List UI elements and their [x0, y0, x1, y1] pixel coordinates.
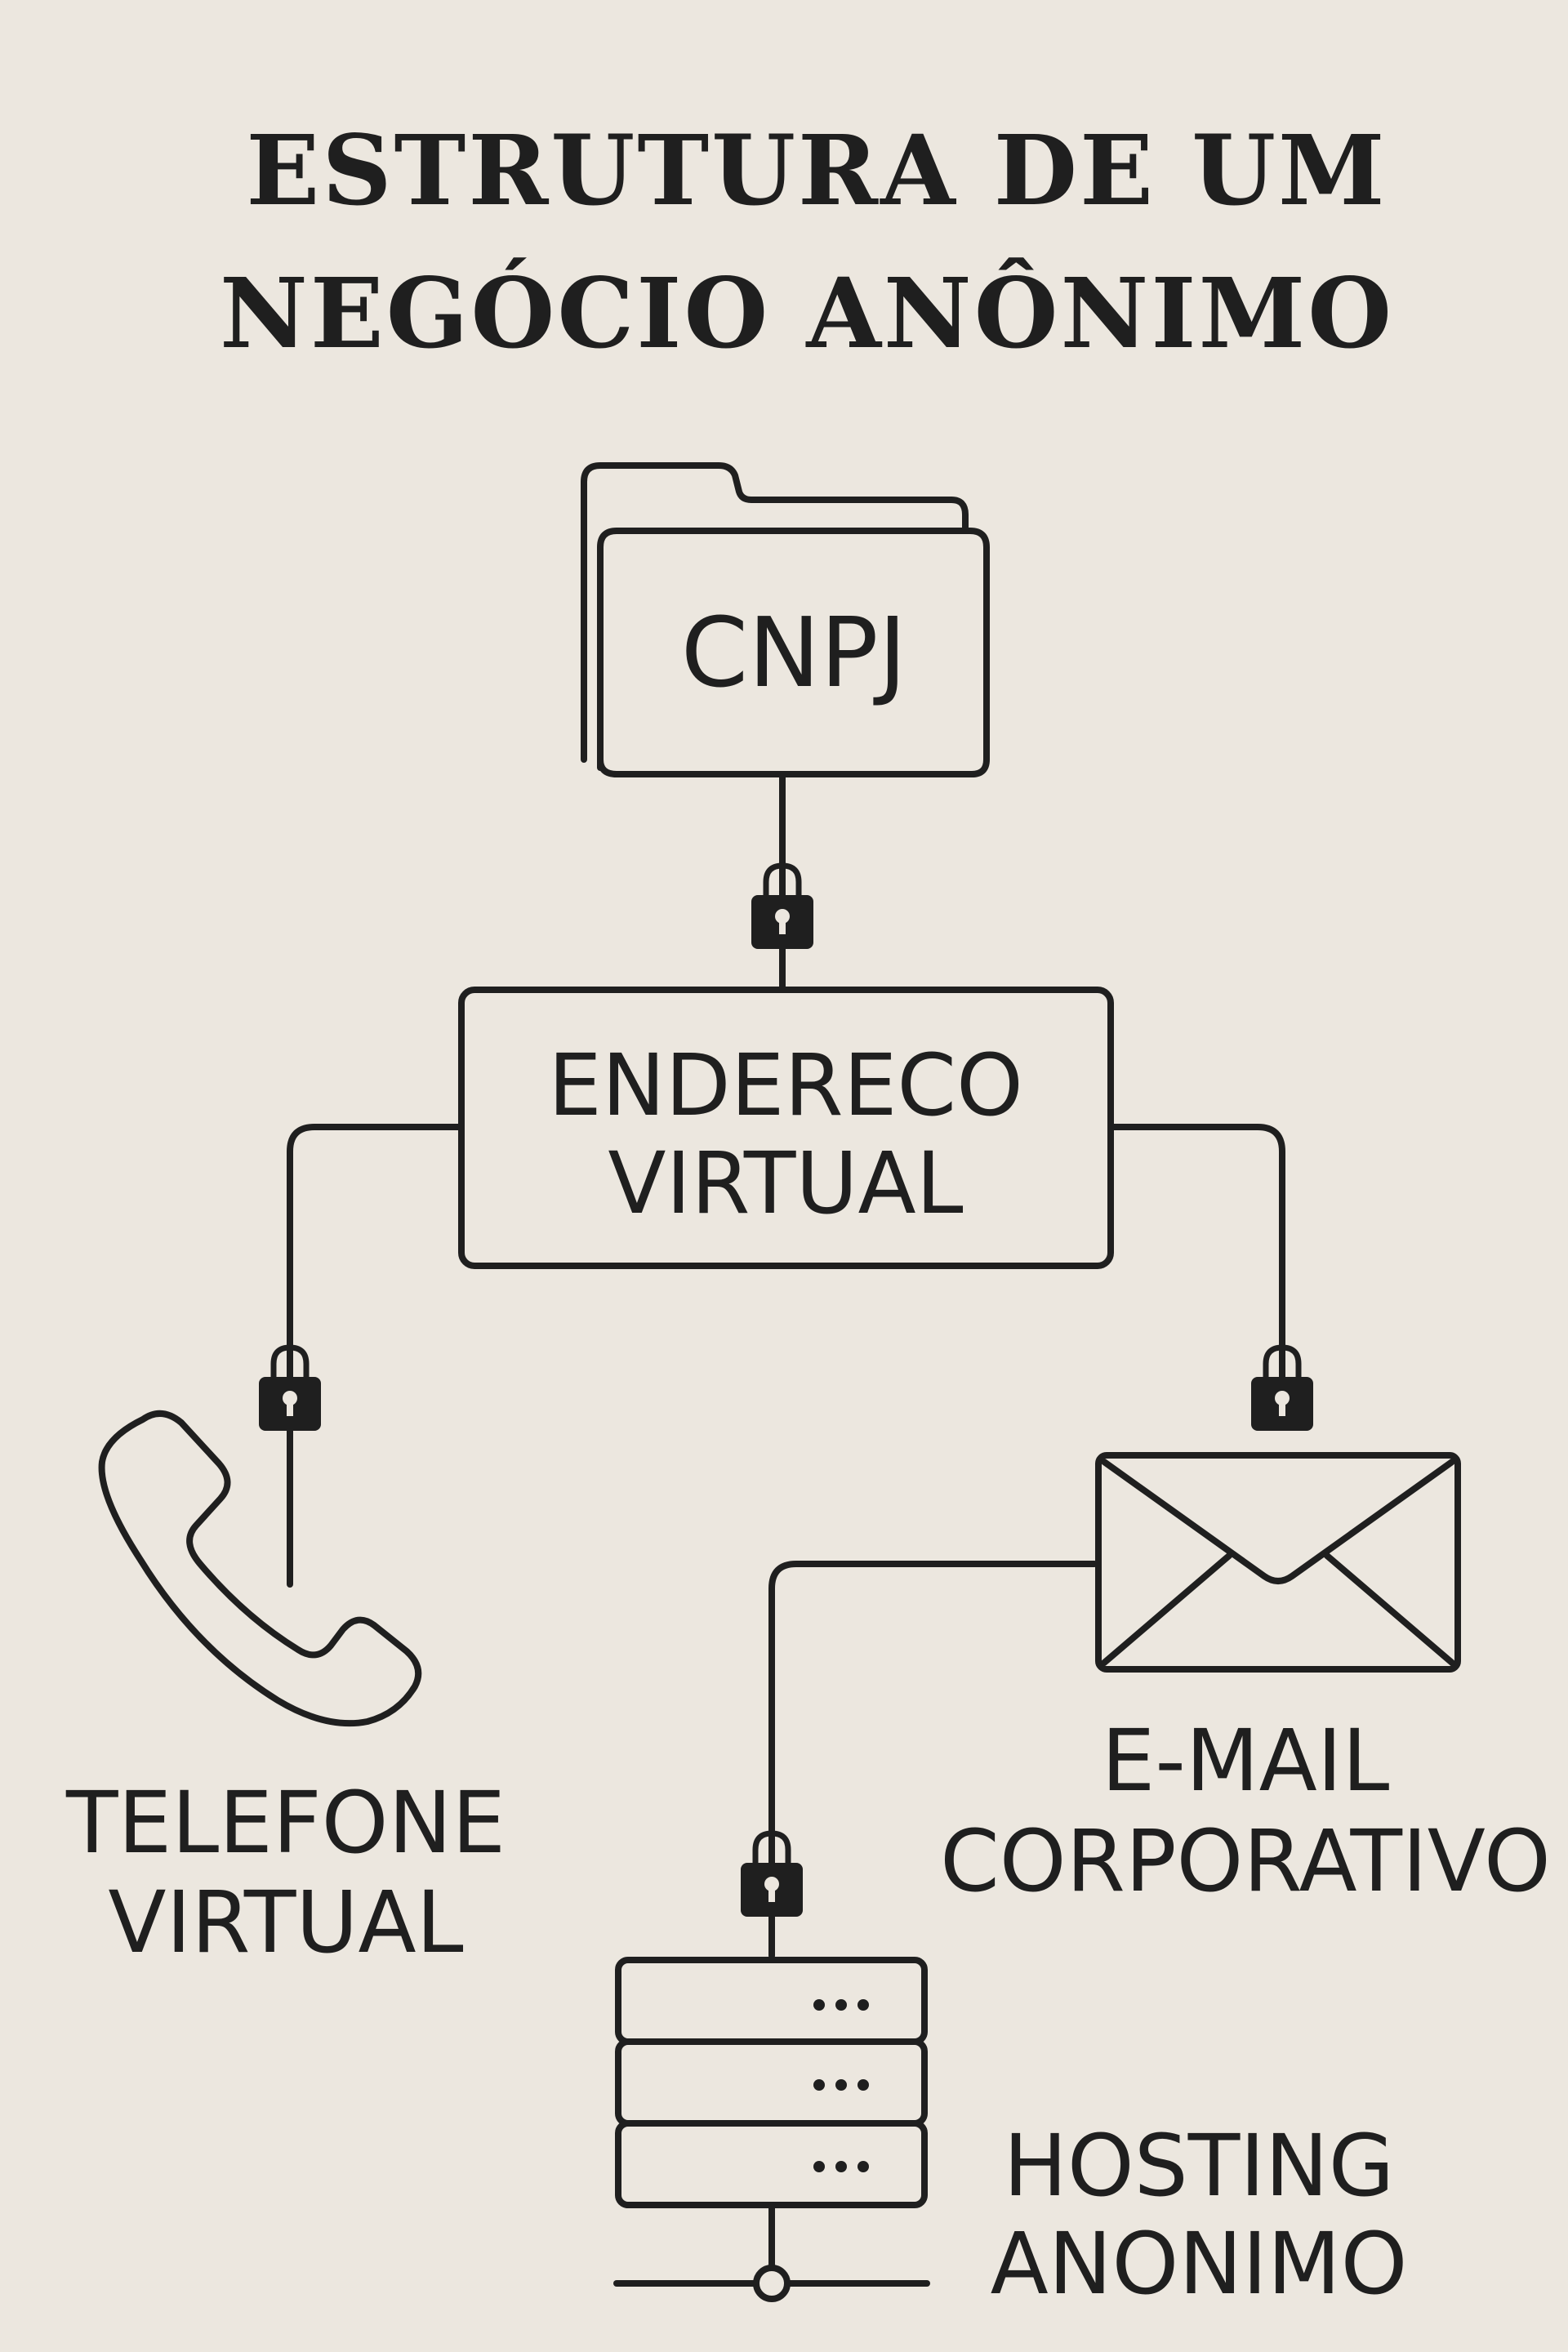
server-icon: [613, 1957, 930, 2302]
hosting-label-line-2: ANONIMO: [991, 2214, 1408, 2314]
email-label-line-1: E-MAIL: [1102, 1711, 1390, 1811]
phone-icon: [98, 1410, 422, 1727]
telefone-label-line-2: VIRTUAL: [108, 1873, 463, 1972]
endereco-box: [458, 987, 1114, 1269]
connectors: [287, 771, 1285, 1959]
connector-email-hosting: [768, 1561, 1098, 1959]
cnpj-node: CNPJ: [581, 462, 990, 777]
title-line-2: NEGÓCIO ANÔNIMO: [220, 256, 1394, 370]
connector-endereco-email: [1107, 1124, 1285, 1383]
envelope-icon: [1095, 1452, 1461, 1673]
telefone-label-line-1: TELEFONE: [65, 1773, 506, 1873]
connector-endereco-telefone: [287, 1124, 465, 1588]
title-line-1: ESTRUTURA DE UM: [246, 114, 1387, 227]
hosting-node: HOSTING ANONIMO: [613, 1957, 1408, 2314]
folder-icon: [581, 462, 990, 777]
padlock-icon: [259, 1344, 321, 1431]
padlock-icon: [751, 862, 813, 949]
email-node: E-MAIL CORPORATIVO: [940, 1452, 1551, 1911]
endereco-node: ENDERECO VIRTUAL: [458, 987, 1114, 1269]
email-label-line-2: CORPORATIVO: [940, 1811, 1551, 1911]
telefone-node: TELEFONE VIRTUAL: [65, 1410, 506, 1972]
endereco-label-line-1: ENDERECO: [548, 1036, 1023, 1135]
hosting-label-line-1: HOSTING: [1004, 2116, 1395, 2216]
padlock-icon: [1251, 1344, 1313, 1431]
padlock-icon: [741, 1830, 803, 1917]
cnpj-label: CNPJ: [681, 596, 907, 709]
endereco-label-line-2: VIRTUAL: [608, 1134, 963, 1233]
